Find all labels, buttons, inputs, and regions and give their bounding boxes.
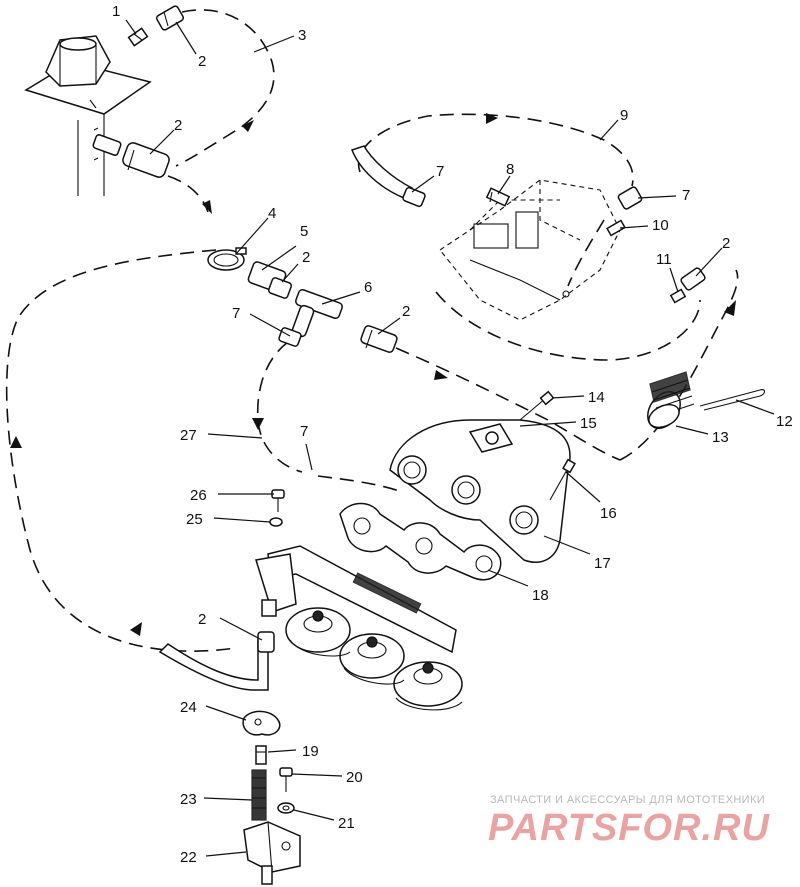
callout-6: 6 xyxy=(364,279,372,296)
callout-labels: 1 2 3 2 9 7 8 7 4 10 5 2 2 11 6 7 2 14 1… xyxy=(112,3,793,866)
callout-22: 22 xyxy=(180,849,197,866)
callout-17: 17 xyxy=(594,555,611,572)
callout-2: 2 xyxy=(722,235,730,252)
callout-8: 8 xyxy=(506,161,514,178)
gasket-18 xyxy=(339,502,502,581)
flow-arrow-icon xyxy=(486,113,498,124)
callout-2: 2 xyxy=(402,303,410,320)
washer-21 xyxy=(277,802,295,814)
fitting-8 xyxy=(485,187,511,207)
callout-26: 26 xyxy=(190,487,207,504)
hose-27-route xyxy=(5,249,237,652)
fitting-11 xyxy=(669,288,687,304)
callout-7: 7 xyxy=(232,305,240,322)
flow-arrows xyxy=(10,113,736,636)
callout-18: 18 xyxy=(532,587,549,604)
callout-7: 7 xyxy=(436,163,444,180)
hose-end-7-intake xyxy=(351,145,426,208)
bolt-26 xyxy=(271,489,285,512)
clamp-4 xyxy=(207,247,247,271)
fitting-10 xyxy=(606,219,626,237)
callout-10: 10 xyxy=(652,217,669,234)
housing-22 xyxy=(243,821,301,885)
hose-lower-2 xyxy=(158,631,275,691)
hose-fitting-2-left xyxy=(92,134,170,178)
callout-11: 11 xyxy=(656,251,672,268)
callout-12: 12 xyxy=(776,413,793,430)
gasket-24 xyxy=(242,710,281,736)
flow-arrow-icon xyxy=(202,200,212,214)
hose-lower-route xyxy=(567,219,605,287)
callout-16: 16 xyxy=(600,505,617,522)
callout-7: 7 xyxy=(682,187,690,204)
screw-20 xyxy=(279,767,293,792)
hose-fitting-2-top xyxy=(155,5,185,31)
callout-1: 1 xyxy=(112,3,120,20)
hose-routes xyxy=(5,9,739,652)
cotter-pin-12 xyxy=(699,389,766,411)
hose-left-junction-route xyxy=(256,341,303,473)
callout-2: 2 xyxy=(198,611,206,628)
callout-2: 2 xyxy=(198,53,206,70)
flow-arrow-icon xyxy=(724,300,736,316)
fitting-1 xyxy=(127,27,149,47)
callout-4: 4 xyxy=(268,205,276,222)
cylinder-head xyxy=(255,545,463,711)
hose-manifold-loop-route xyxy=(435,291,701,361)
flow-arrow-icon xyxy=(242,120,254,132)
callout-25: 25 xyxy=(186,511,203,528)
hose-fitting-2-right xyxy=(680,267,706,291)
callout-2: 2 xyxy=(302,249,310,266)
leader-lines xyxy=(125,19,775,857)
bolt-16 xyxy=(549,458,576,501)
sleeve-5 xyxy=(247,261,293,299)
spring-23 xyxy=(251,769,267,821)
callout-24: 24 xyxy=(180,699,197,716)
callout-23: 23 xyxy=(180,791,197,808)
flow-arrow-icon xyxy=(130,622,142,636)
flow-arrow-icon xyxy=(252,418,264,430)
hose-7-exhaust-route xyxy=(317,475,403,493)
bolt-14 xyxy=(519,390,555,421)
flow-arrow-icon xyxy=(434,370,448,380)
watermark-brand: PARTSFOR.RU xyxy=(488,807,770,849)
watermark-tagline: ЗАПЧАСТИ И АКСЕССУАРЫ ДЛЯ МОТОТЕХНИКИ xyxy=(490,794,765,806)
callout-27: 27 xyxy=(180,427,197,444)
hose-3-route xyxy=(175,9,275,167)
callout-2: 2 xyxy=(174,117,182,134)
callout-7: 7 xyxy=(300,423,308,440)
tee-fitting-6 xyxy=(278,288,343,347)
watermark: ЗАПЧАСТИ И АКСЕССУАРЫ ДЛЯ МОТОТЕХНИКИ PA… xyxy=(488,794,770,849)
hose-15-route xyxy=(395,347,621,461)
intake-manifold xyxy=(439,179,621,321)
exhaust-manifold-17 xyxy=(389,419,571,563)
callout-20: 20 xyxy=(346,769,363,786)
oil-tank xyxy=(24,35,152,196)
washer-25 xyxy=(269,517,283,527)
callout-13: 13 xyxy=(712,429,729,446)
callout-15: 15 xyxy=(580,415,597,432)
coil-spring-13 xyxy=(647,371,695,429)
callout-5: 5 xyxy=(300,223,308,240)
hose-to-clamp-route xyxy=(167,175,209,213)
hose-fitting-7-right xyxy=(617,186,643,210)
fitting-19 xyxy=(255,745,267,765)
callout-9: 9 xyxy=(620,107,628,124)
callout-14: 14 xyxy=(588,389,605,406)
callout-3: 3 xyxy=(298,27,306,44)
hose-9-route xyxy=(357,113,634,187)
callout-21: 21 xyxy=(338,815,355,832)
hose-right-riser-route xyxy=(619,269,739,461)
hose-fitting-2-centre xyxy=(360,325,398,353)
callout-19: 19 xyxy=(302,743,319,760)
flow-arrow-icon xyxy=(10,436,22,448)
